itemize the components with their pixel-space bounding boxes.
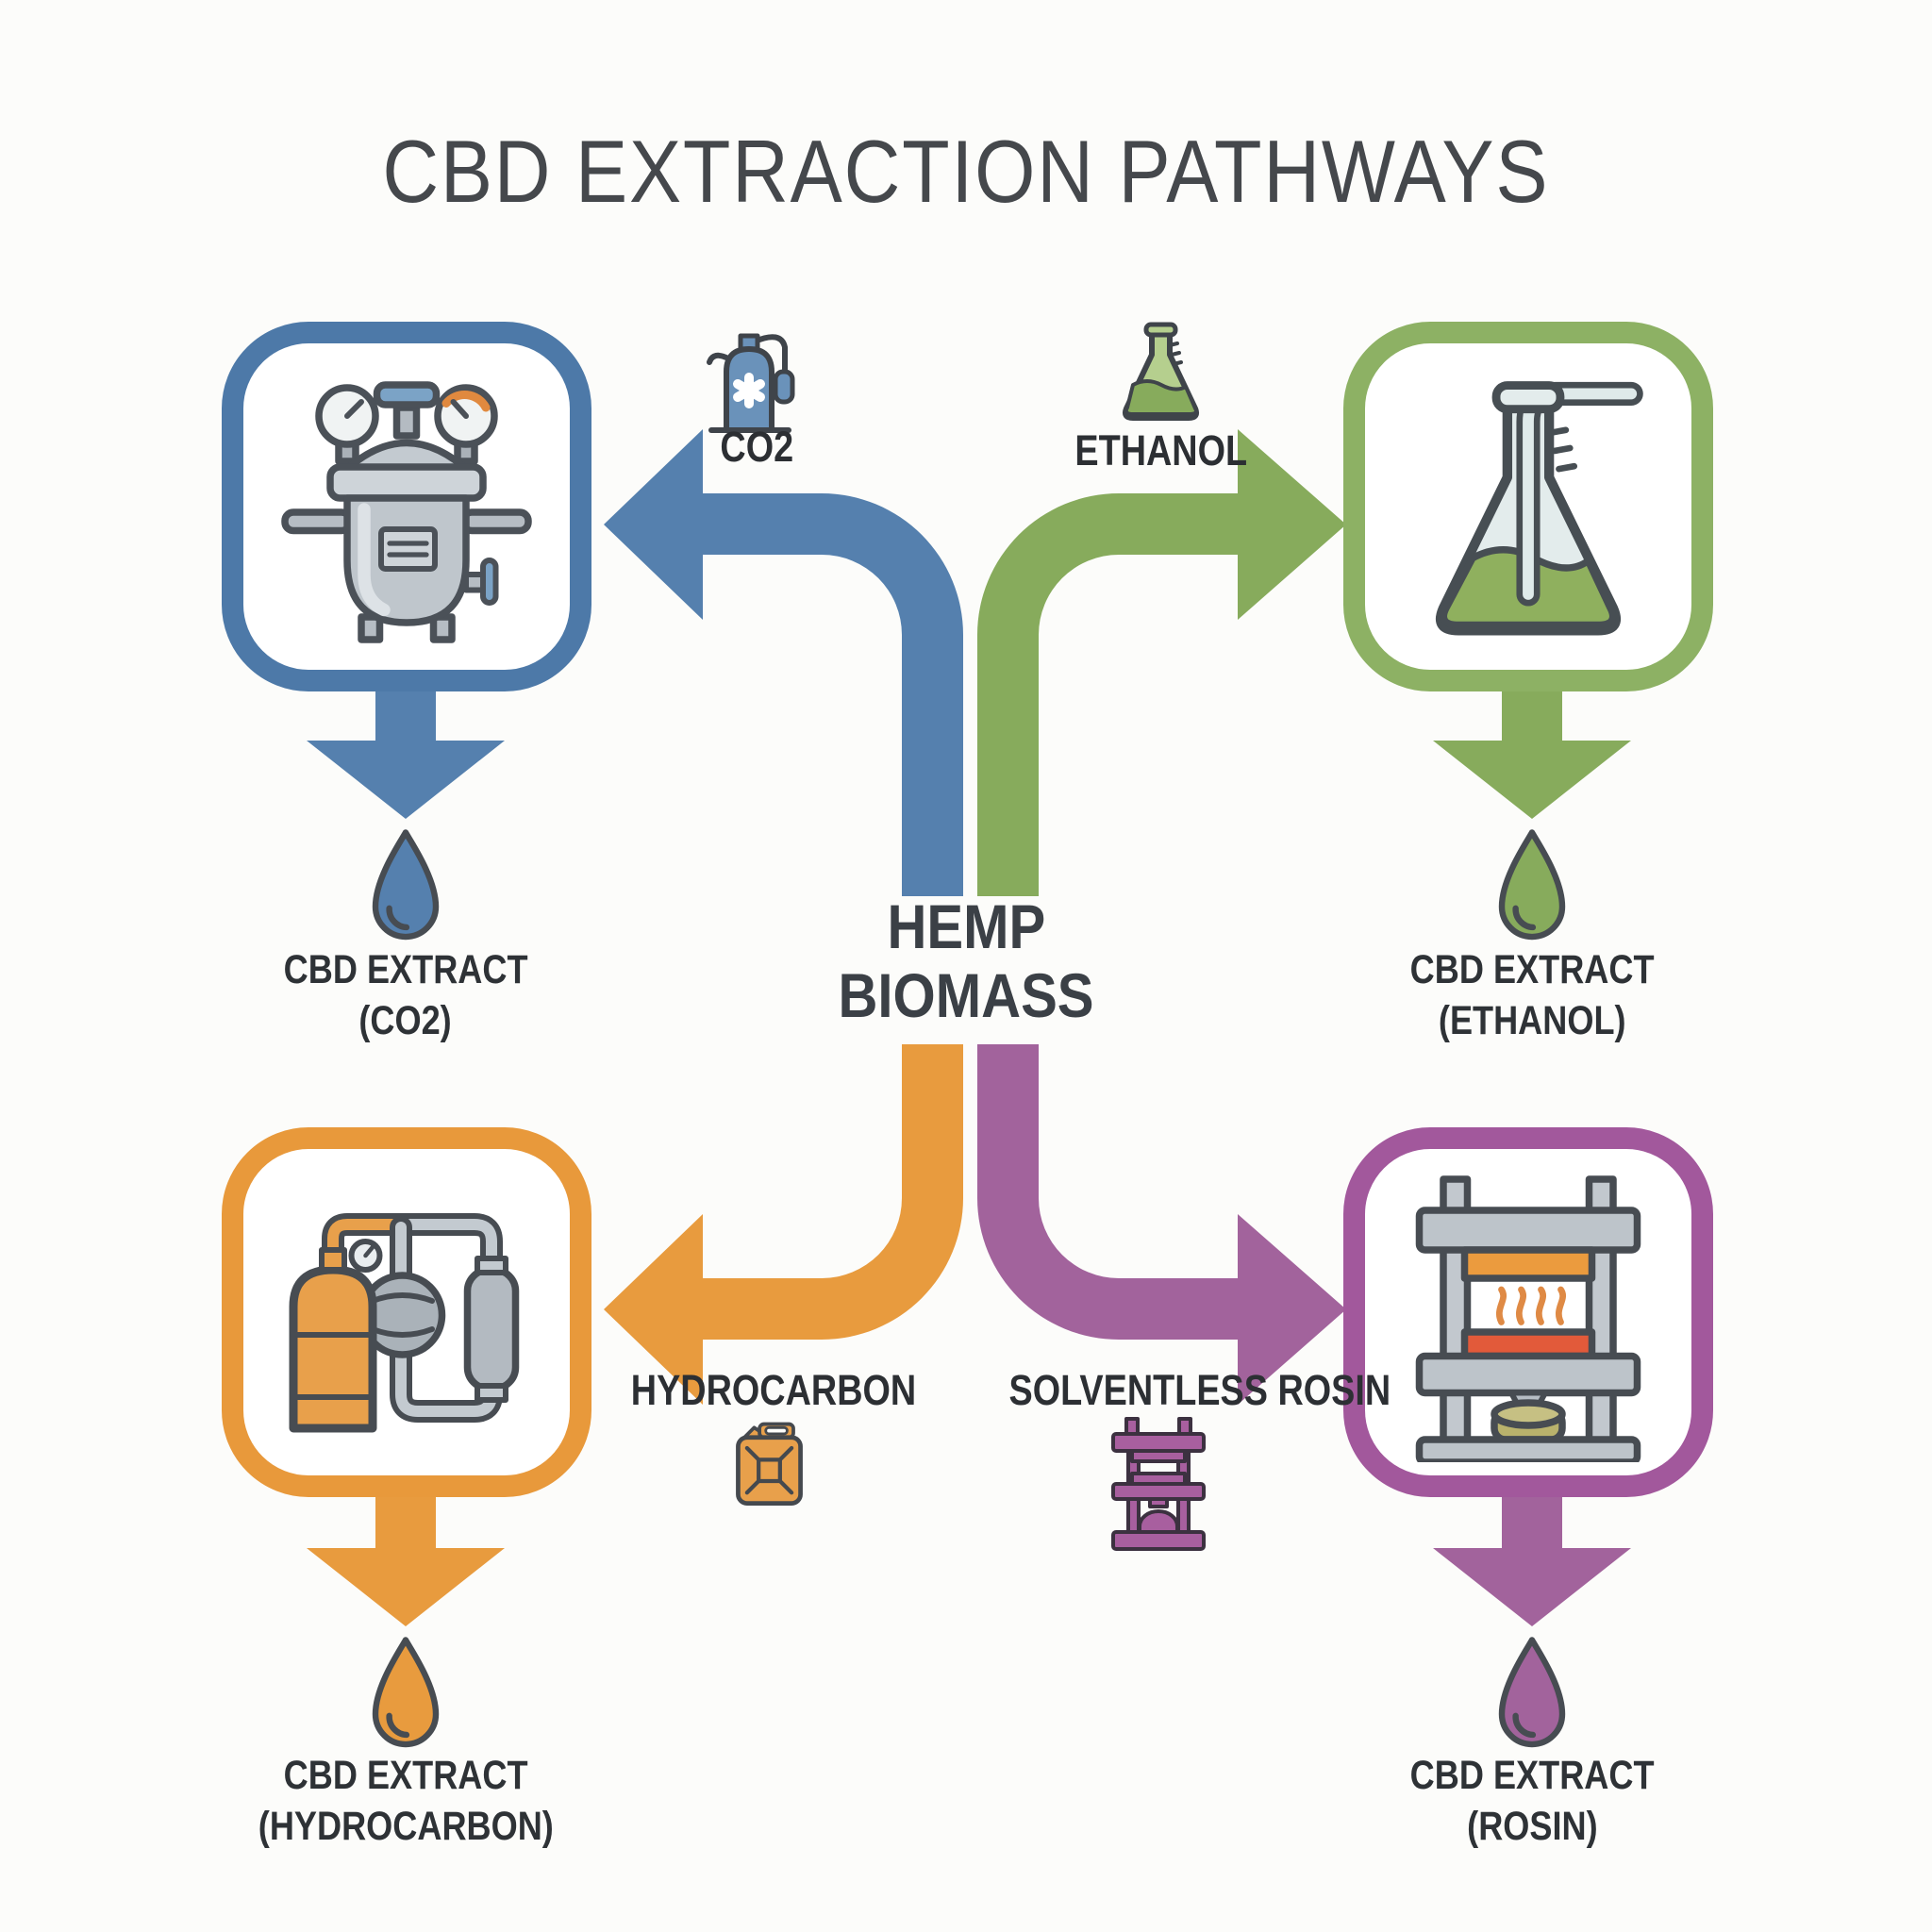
hydrocarbon-droplet-icon (362, 1634, 449, 1759)
closed-loop-extractor-icon (289, 1213, 520, 1433)
hemp-biomass-label: HEMP BIOMASS (838, 891, 1094, 1030)
co2-method-box (222, 322, 591, 691)
pressure-vessel-icon (281, 381, 532, 643)
ethanol-flow-arrow (977, 429, 1346, 896)
rosin-droplet-icon (1489, 1634, 1575, 1759)
co2-extract-label: CBD EXTRACT (CO2) (283, 947, 528, 1043)
hydrocarbon-output-arrow (307, 1485, 505, 1626)
rosin-press-small-icon (1106, 1417, 1211, 1558)
ethanol-flask-icon (1116, 319, 1206, 432)
rosin-flow-arrow (977, 1044, 1346, 1405)
co2-gas-cylinder-icon (698, 319, 830, 441)
rosin-output-arrow (1433, 1485, 1631, 1626)
co2-droplet-icon (362, 826, 449, 952)
hydrocarbon-method-box (222, 1127, 591, 1497)
hydrocarbon-extract-label: CBD EXTRACT (HYDROCARBON) (258, 1753, 554, 1849)
hydrocarbon-flow-arrow (604, 1044, 963, 1405)
rosin-solvent-label: SOLVENTLESS ROSIN (1008, 1366, 1391, 1414)
co2-flow-arrow (604, 429, 963, 896)
ethanol-solvent-label: ETHANOL (1074, 426, 1247, 475)
co2-output-arrow (307, 677, 505, 819)
ethanol-output-arrow (1433, 677, 1631, 819)
ethanol-droplet-icon (1489, 826, 1575, 952)
erlenmeyer-flask-icon (1435, 381, 1643, 636)
page-title: CBD EXTRACTION PATHWAYS (382, 122, 1550, 221)
ethanol-extract-label: CBD EXTRACT (ETHANOL) (1409, 947, 1655, 1043)
rosin-extract-label: CBD EXTRACT (ROSIN) (1409, 1753, 1655, 1849)
hydrocarbon-solvent-label: HYDROCARBON (630, 1366, 917, 1414)
jerry-can-icon (729, 1418, 809, 1517)
rosin-press-icon (1415, 1175, 1641, 1462)
rosin-method-box (1343, 1127, 1713, 1497)
ethanol-method-box (1343, 322, 1713, 691)
co2-solvent-label: CO2 (720, 423, 794, 471)
